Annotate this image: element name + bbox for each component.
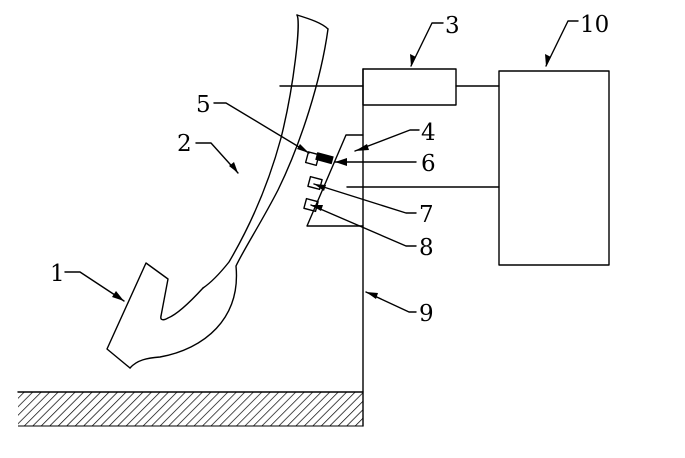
arrow-3 xyxy=(410,54,416,66)
arrow-4 xyxy=(355,144,369,151)
leader-3 xyxy=(410,22,444,67)
label-6: 6 xyxy=(421,151,436,177)
pipe-outer xyxy=(202,14,299,289)
block-6 xyxy=(315,152,334,165)
leader-9 xyxy=(365,291,417,313)
label-5: 5 xyxy=(196,92,211,118)
leader-2 xyxy=(195,142,239,174)
label-4: 4 xyxy=(421,120,436,146)
arrow-5 xyxy=(297,144,309,153)
bend-inner xyxy=(160,287,204,321)
label-1: 1 xyxy=(50,261,65,287)
label-3: 3 xyxy=(445,13,460,39)
sensor-plate xyxy=(306,134,364,227)
arrow-2 xyxy=(229,162,238,173)
ground-hatch xyxy=(18,392,363,426)
label-10: 10 xyxy=(580,12,609,38)
label-8: 8 xyxy=(419,235,434,261)
leader-8 xyxy=(310,204,417,247)
block-7 xyxy=(307,175,323,191)
arrow-6 xyxy=(335,158,347,166)
label-9: 9 xyxy=(419,301,434,327)
leader-10 xyxy=(545,20,579,67)
pipe-top xyxy=(296,14,329,30)
leader-1 xyxy=(64,271,125,302)
arrow-10 xyxy=(545,54,551,66)
arrow-7 xyxy=(314,184,326,191)
leader-5 xyxy=(213,102,310,154)
leader-4 xyxy=(354,129,420,152)
arrow-1 xyxy=(112,291,124,301)
arrow-9 xyxy=(366,292,378,299)
box-3 xyxy=(362,68,457,106)
label-7: 7 xyxy=(419,202,434,228)
label-2: 2 xyxy=(177,131,192,157)
nozzle xyxy=(106,262,169,369)
pipe-inner xyxy=(129,28,329,369)
leader-7 xyxy=(313,183,417,214)
box-10 xyxy=(498,70,610,266)
arrow-8 xyxy=(311,205,323,211)
